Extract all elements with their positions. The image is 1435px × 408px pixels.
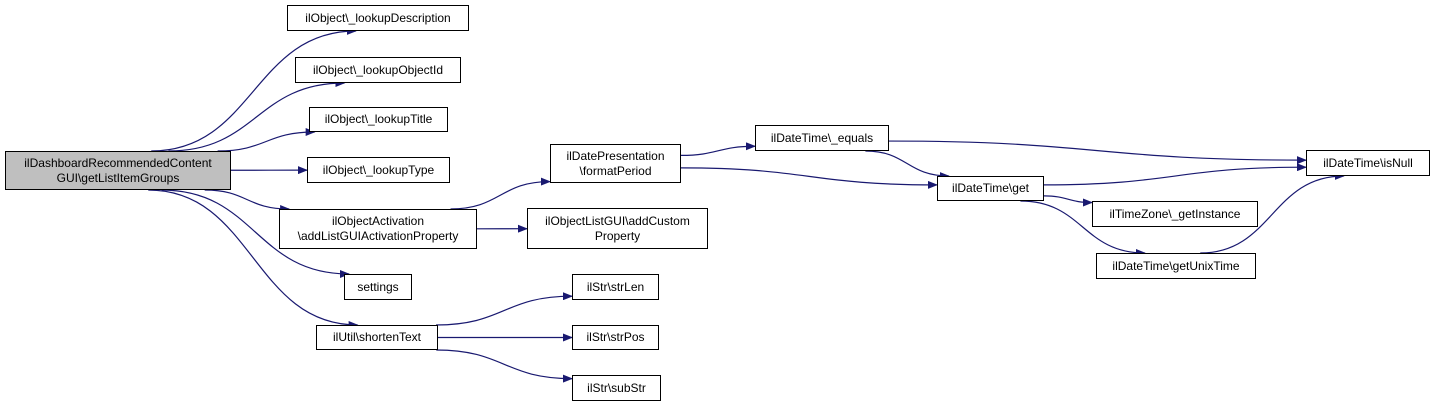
node-label-line: \addListGUIActivationProperty [297,229,459,243]
edge-root-to-lookupObjectId [168,79,346,152]
node-label-line: ilObject\_lookupDescription [305,10,451,25]
node-label-line: \formatPeriod [579,163,652,178]
node-label-line: ilTimeZone\_getInstance [1109,206,1241,221]
edge-formatPeriod-to-equals [680,142,756,157]
node-lookup-description[interactable]: ilObject\_lookupDescription [287,5,469,31]
node-shorten-text[interactable]: ilUtil\shortenText [316,325,438,350]
node-sub-str[interactable]: ilStr\subStr [572,375,661,401]
node-str-len[interactable]: ilStr\strLen [572,274,659,300]
node-datetime-is-null[interactable]: ilDateTime\isNull [1306,150,1430,176]
edge-equals-to-get [865,150,950,180]
node-label-line: GUI\getListItemGroups [56,170,180,185]
node-label-line: ilDateTime\get [952,181,1029,195]
edge-root-to-lookupTitle [217,128,316,152]
node-label-line: ilStr\strLen [586,279,645,294]
node-str-pos[interactable]: ilStr\strPos [572,325,659,350]
edge-equals-to-isNull [888,140,1307,165]
edge-root-to-shortenText [148,189,359,329]
edge-get-to-getUnixTime [1020,200,1146,257]
edge-get-to-getInstance [1043,195,1093,207]
node-object-activation[interactable]: ilObjectActivation\addListGUIActivationP… [279,209,477,249]
node-label-line: Property [594,228,641,243]
node-lookup-title[interactable]: ilObject\_lookupTitle [309,107,448,132]
node-datetime-equals[interactable]: ilDateTime\_equals [755,125,889,151]
node-settings[interactable]: settings [344,274,412,300]
node-label-line: ilDatePresentation [566,148,665,163]
edge-get-to-isNull [1043,163,1307,186]
node-label-line: ilDashboardRecommendedContent [24,155,212,170]
node-label-line: ilObject\_lookupType [322,162,435,177]
node-datetime-get[interactable]: ilDateTime\get [937,176,1044,201]
edge-formatPeriod-to-get [680,167,938,189]
node-label-line: ilStr\strPos [586,330,645,344]
node-label-line: settings [357,279,399,294]
node-label-line: ilObject\_lookupTitle [324,112,433,126]
node-label-line: ilDateTime\getUnixTime [1112,258,1240,273]
edge-shortenText-to-subStr [436,349,573,383]
node-label-line: ilObjectActivation [331,214,425,228]
node-label-line: ilStr\subStr [587,380,646,395]
node-datetime-get-unix-time[interactable]: ilDateTime\getUnixTime [1096,253,1256,279]
node-label-line: ilDateTime\_equals [770,130,874,145]
node-label-line: ilDateTime\isNull [1323,155,1413,170]
node-lookup-type[interactable]: ilObject\_lookupType [307,157,450,183]
edge-shortenText-to-strLen [436,292,573,326]
node-timezone-get-instance[interactable]: ilTimeZone\_getInstance [1092,201,1258,227]
edge-getUnixTime-to-isNull [1200,172,1345,254]
edge-root-to-objectActivation [204,189,291,213]
edge-root-to-settings [161,189,350,278]
node-label-line: ilObjectListGUI\addCustom [545,213,690,228]
edge-root-to-lookupDescription [151,27,357,152]
node-lookup-object-id[interactable]: ilObject\_lookupObjectId [295,57,461,83]
node-label-line: ilUtil\shortenText [332,330,422,344]
node-format-period[interactable]: ilDatePresentation\formatPeriod [550,144,681,183]
node-label-line: ilObject\_lookupObjectId [312,62,444,77]
edge-objectActivation-to-formatPeriod [450,177,551,210]
